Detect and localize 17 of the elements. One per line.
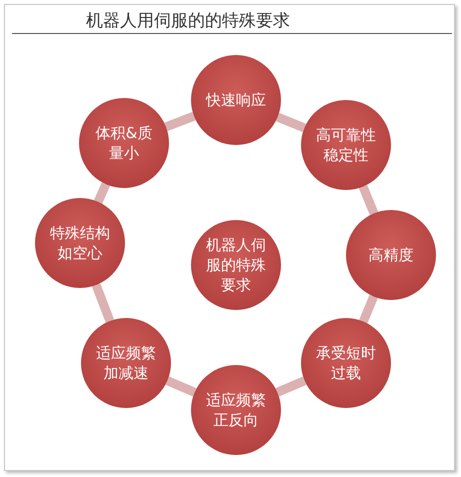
circle-label: 高可靠性稳定性 [315, 125, 377, 165]
circle-label: 适应频繁加减速 [95, 343, 157, 383]
circle-label: 体积&质量小 [94, 123, 154, 163]
circle-label: 高精度 [368, 245, 414, 265]
circle-label: 承受短时过载 [315, 343, 377, 383]
connector-bar [94, 182, 110, 204]
connector-bar [166, 376, 196, 396]
circle-label: 特殊结构如空心 [49, 223, 111, 263]
connector-bar [276, 376, 306, 396]
circle-label: 机器人伺服的特殊要求 [205, 235, 267, 295]
circle-label: 适应频繁正反向 [205, 390, 267, 430]
connector-bar [164, 112, 196, 132]
connector-bar [358, 184, 378, 216]
title: 机器人用伺服的的特殊要求 [86, 10, 290, 32]
circle-label: 快速响应 [206, 90, 266, 110]
connector-bar [276, 112, 306, 132]
connector-bar [359, 294, 378, 324]
